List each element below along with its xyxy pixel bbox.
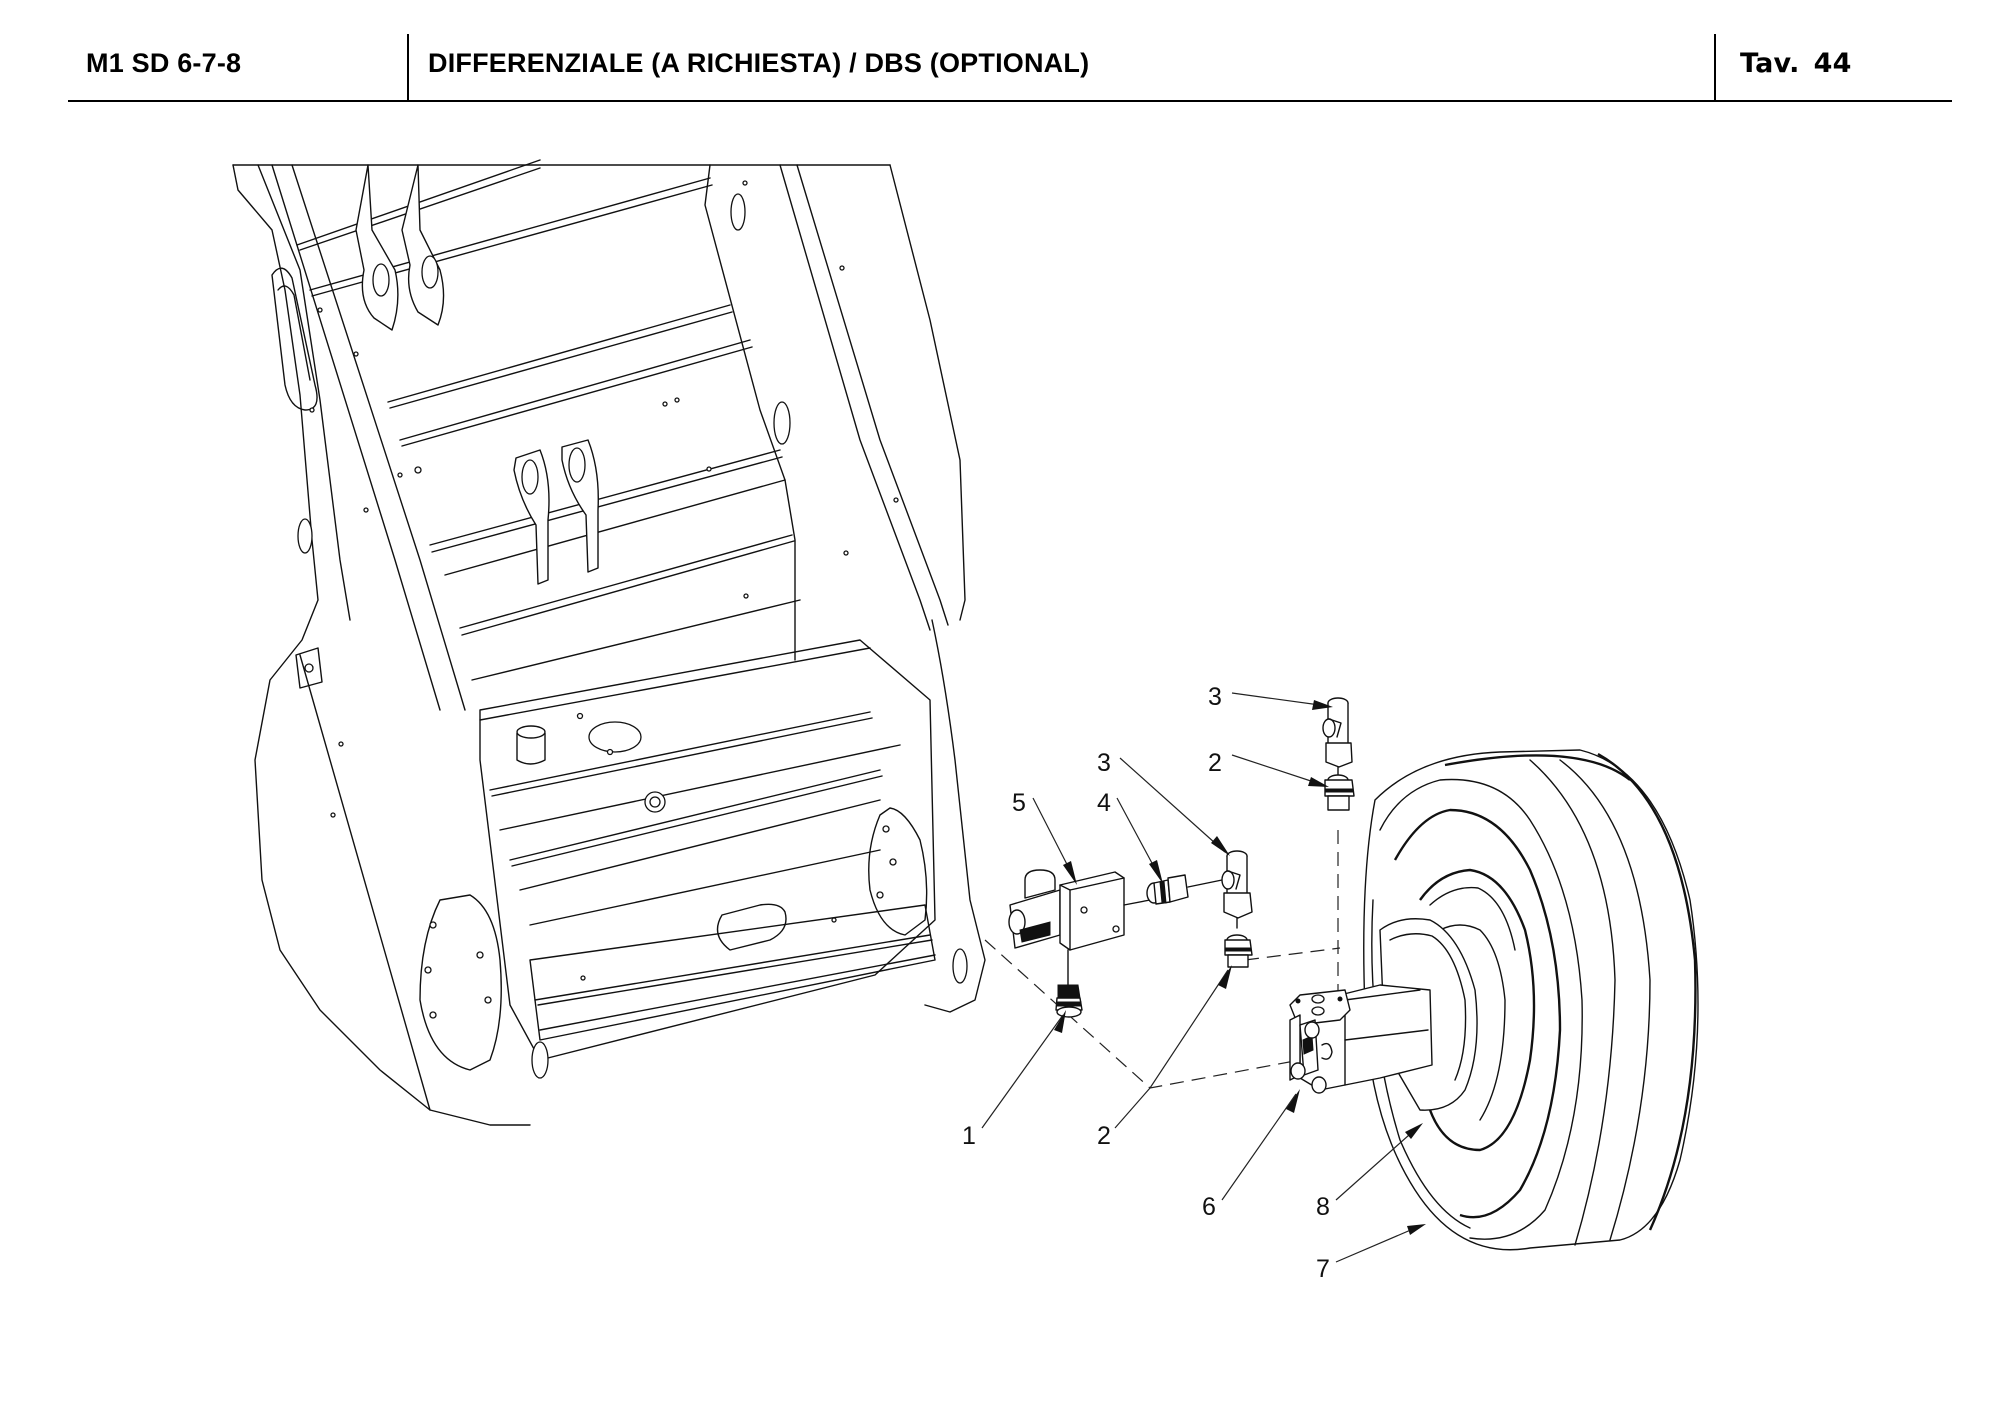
tee-fitting-middle bbox=[1221, 850, 1253, 929]
tee-fitting-upper bbox=[1322, 697, 1353, 779]
fitting-lower-valve bbox=[1055, 984, 1083, 1018]
table-label: Tav. bbox=[1740, 48, 1800, 79]
callout-8: 8 bbox=[1316, 1193, 1330, 1221]
page-header: M1 SD 6-7-8 DIFFERENZIALE (A RICHIESTA) … bbox=[0, 0, 2000, 104]
callout-4: 4 bbox=[1097, 789, 1111, 817]
callout-labels: 1 2 2 3 3 4 5 6 7 8 bbox=[962, 683, 1330, 1283]
fitting-motor-port bbox=[1224, 934, 1253, 968]
callout-1: 1 bbox=[962, 1122, 976, 1150]
callout-3-upper: 3 bbox=[1208, 683, 1222, 711]
header-rule bbox=[68, 100, 1952, 102]
callout-3-middle: 3 bbox=[1097, 749, 1111, 777]
callout-7: 7 bbox=[1316, 1255, 1330, 1283]
header-divider bbox=[407, 34, 409, 102]
fitting-upper bbox=[1324, 774, 1355, 811]
hydraulic-motor bbox=[1289, 984, 1433, 1094]
callout-2-upper: 2 bbox=[1208, 749, 1222, 777]
adapter-fitting bbox=[1146, 874, 1223, 905]
callout-leaders bbox=[981, 692, 1426, 1263]
table-reference: Tav. 44 bbox=[1740, 48, 1852, 79]
callout-6: 6 bbox=[1202, 1193, 1216, 1221]
page-title: DIFFERENZIALE (A RICHIESTA) / DBS (OPTIO… bbox=[428, 48, 1090, 78]
callout-5: 5 bbox=[1012, 789, 1026, 817]
solenoid-valve bbox=[1008, 869, 1151, 986]
callout-2-lower: 2 bbox=[1097, 1122, 1111, 1150]
table-number: 44 bbox=[1813, 48, 1852, 79]
machine-model: M1 SD 6-7-8 bbox=[86, 48, 242, 78]
header-divider bbox=[1714, 34, 1716, 102]
chassis-frame bbox=[232, 159, 986, 1126]
